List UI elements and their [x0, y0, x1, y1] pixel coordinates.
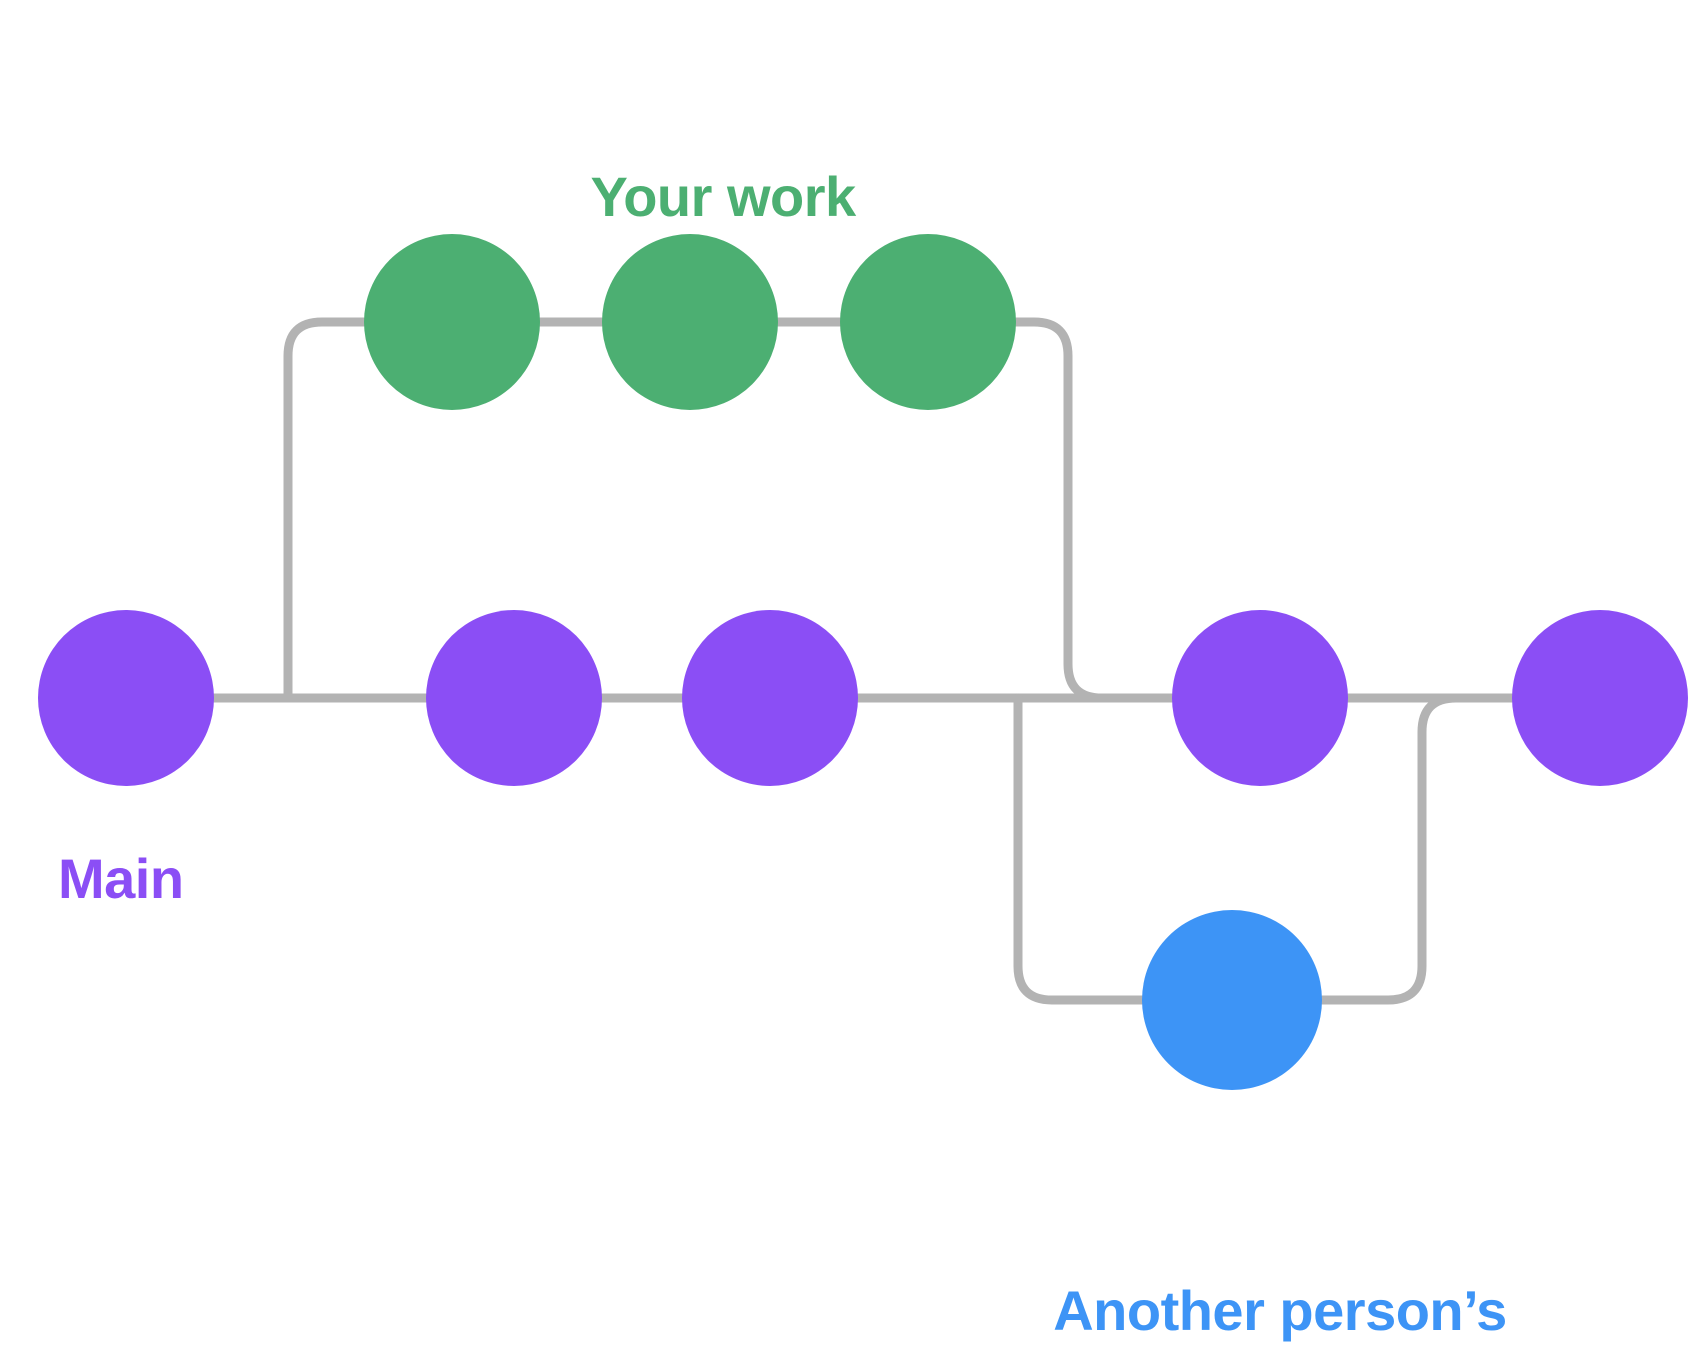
commit-node-work-3[interactable] [840, 234, 1016, 410]
edge-work-merge-in [1011, 317, 1177, 703]
connector-lines [209, 317, 1517, 1005]
branch-label-your-work-text: Your work [590, 165, 857, 229]
branch-label-another-line-1: Another person’s [1053, 1278, 1507, 1342]
edge-main-branch-out [283, 317, 369, 703]
commit-node-main-3[interactable] [682, 610, 858, 786]
commit-node-main-4[interactable] [1172, 610, 1348, 786]
commit-node-work-2[interactable] [602, 234, 778, 410]
commit-node-other-1[interactable] [1142, 910, 1322, 1090]
edge-other-branch-out [1013, 693, 1147, 1005]
branch-label-another-person-work: Another person’s work [960, 1140, 1600, 1352]
commit-node-main-1[interactable] [38, 610, 214, 786]
edge-other-merge-in [1317, 693, 1517, 1005]
commit-nodes [38, 234, 1688, 1090]
commit-node-main-2[interactable] [426, 610, 602, 786]
commit-node-main-5[interactable] [1512, 610, 1688, 786]
branch-label-your-work: Your work [0, 95, 1706, 300]
branch-label-main: Main [58, 847, 184, 910]
commit-node-work-1[interactable] [364, 234, 540, 410]
